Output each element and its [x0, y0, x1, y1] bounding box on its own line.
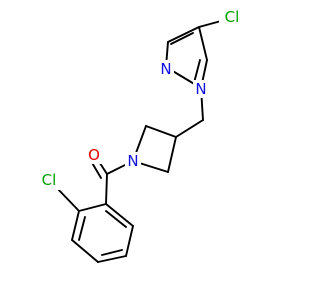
- bond-phenyl-c2-c3-double: [78, 216, 86, 241]
- molecule-structure: Cl N N N O Cl: [37, 7, 243, 263]
- bond-phenyl-c2-cl: [54, 185, 80, 212]
- atom-n-azetidine: N: [125, 152, 141, 170]
- atom-cl-phenyl: Cl: [37, 170, 61, 190]
- bond-pyrazole-c4-c3: [167, 26, 200, 43]
- atom-cl-phenyl-label: Cl: [42, 171, 57, 189]
- bond-phenyl-c3-c4: [71, 239, 99, 263]
- atom-n-pyrazole-1-label: N: [195, 80, 206, 98]
- bond-azetidine-c2-c3: [145, 125, 177, 138]
- atom-n-pyrazole-1: N: [193, 80, 209, 98]
- atom-n-pyrazole-2: N: [158, 60, 174, 78]
- bonds-group: [54, 17, 233, 263]
- bond-pyrazole-n1-c5-double: [193, 59, 201, 84]
- bond-carbonyl-c-phenyl: [105, 173, 108, 205]
- bond-phenyl-c4-c5: [97, 255, 127, 263]
- atom-o-carbonyl-label: O: [88, 146, 100, 164]
- bond-phenyl-c5-c6: [125, 225, 134, 257]
- atom-cl-pyrazole: Cl: [219, 7, 243, 27]
- atom-o-carbonyl: O: [86, 146, 103, 164]
- bond-pyrazole-c4-c5: [198, 26, 208, 61]
- bond-azetidine-c3-c4: [167, 136, 177, 173]
- bond-ch2-azetidine-c3: [175, 119, 204, 138]
- bond-phenyl-c6-c1: [105, 203, 134, 227]
- bond-phenyl-c1-c2: [78, 203, 107, 212]
- bond-phenyl-c2-c3: [71, 210, 80, 241]
- atom-n-azetidine-label: N: [127, 152, 138, 170]
- bond-pyrazole-c4-c3-double: [170, 32, 194, 45]
- bond-phenyl-c6-c1-double: [105, 210, 127, 228]
- atom-cl-pyrazole-label: Cl: [225, 8, 240, 26]
- atom-n-pyrazole-2-label: N: [160, 60, 171, 78]
- atom-labels-group: Cl N N N O Cl: [37, 7, 243, 190]
- bond-phenyl-c4-c5-double: [101, 249, 123, 256]
